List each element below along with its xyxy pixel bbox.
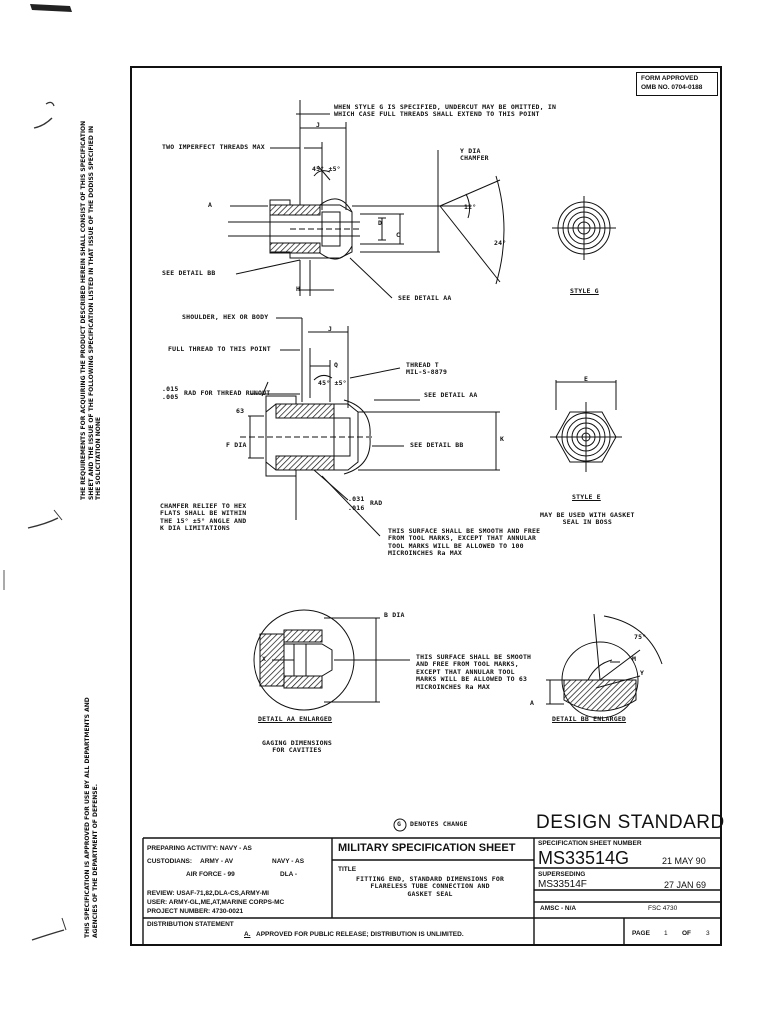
custodian-navy: NAVY - AS (272, 858, 305, 865)
full-thread-note: FULL THREAD TO THIS POINT (168, 345, 271, 353)
label-k: K (500, 435, 505, 443)
label-c: C (396, 231, 401, 239)
label-j-middle: J (328, 325, 333, 333)
label-j-top: J (316, 121, 321, 129)
rad-label: RAD (370, 499, 383, 507)
title-label: TITLE (338, 866, 357, 873)
military-spec-sheet-heading: MILITARY SPECIFICATION SHEET (338, 842, 516, 854)
superseding-label: SUPERSEDING (538, 871, 586, 878)
spec-number-label: SPECIFICATION SHEET NUMBER (538, 840, 642, 847)
style-g-undercut-note: WHEN STYLE G IS SPECIFIED, UNDERCUT MAY … (334, 103, 557, 119)
rad-031: .031 (348, 495, 365, 503)
form-approved-line2: OMB NO. 0704-0188 (641, 84, 703, 91)
spec-date: 21 MAY 90 (662, 856, 706, 866)
rad-016: .016 (348, 504, 365, 512)
custodian-air-force: AIR FORCE - 99 (186, 871, 235, 878)
gasket-note: MAY BE USED WITH GASKET SEAL IN BOSS (540, 511, 635, 527)
angle-12: 12° (464, 203, 477, 211)
thread-t-note: THREAD T MIL-S-8879 (406, 361, 448, 377)
custodian-dla: DLA - (280, 871, 298, 878)
fsc: FSC 4730 (648, 905, 678, 912)
custodians-label: CUSTODIANS: (147, 858, 193, 865)
label-m: M (632, 655, 637, 663)
surface-note-middle: THIS SURFACE SHALL BE SMOOTH AND FREE FR… (388, 527, 541, 558)
shoulder-note: SHOULDER, HEX OR BODY (182, 313, 269, 321)
label-d: D (378, 219, 383, 227)
label-a-detail: A (530, 699, 535, 707)
see-detail-aa-top: SEE DETAIL AA (398, 294, 452, 302)
label-a-top: A (208, 201, 213, 209)
detail-aa-caption: DETAIL AA ENLARGED (258, 715, 333, 723)
detail-bb-caption: DETAIL BB ENLARGED (552, 715, 627, 723)
change-symbol: G (397, 820, 402, 828)
custodian-army: ARMY - AV (200, 858, 234, 865)
change-note-text: DENOTES CHANGE (410, 820, 468, 828)
label-e: E (584, 375, 589, 383)
preparing-activity: PREPARING ACTIVITY: NAVY - AS (147, 845, 252, 852)
spec-number: MS33514G (538, 848, 630, 868)
total-pages: 3 (706, 930, 710, 937)
imperfect-threads-note: TWO IMPERFECT THREADS MAX (162, 143, 265, 151)
see-detail-bb-top: SEE DETAIL BB (162, 269, 216, 277)
angle-middle: 45° ±5° (318, 379, 347, 387)
rad-top: .015 (162, 385, 179, 393)
rad-bot: .005 (162, 393, 179, 401)
user-list: USER: ARMY-GL,ME,AT,MARINE CORPS-MC (147, 899, 285, 906)
design-standard-title: DESIGN STANDARD (536, 812, 725, 833)
superseding-number: MS33514F (538, 879, 587, 890)
distribution-text: APPROVED FOR PUBLIC RELEASE; DISTRIBUTIO… (256, 931, 464, 938)
chamfer-relief-note: CHAMFER RELIEF TO HEX FLATS SHALL BE WIT… (160, 502, 247, 533)
surface-note-detail: THIS SURFACE SHALL BE SMOOTH AND FREE FR… (416, 653, 532, 691)
label-h: H (296, 285, 301, 293)
label-b-dia: B DIA (384, 611, 405, 619)
label-q: Q (334, 361, 339, 369)
label-f-dia: F DIA (226, 441, 247, 449)
form-approved-line1: FORM APPROVED (641, 75, 699, 82)
distribution-label: DISTRIBUTION STATEMENT (147, 921, 234, 928)
rad-runout-note: RAD FOR THREAD RUNOUT (184, 389, 271, 397)
angle-24: 24° (494, 239, 507, 247)
label-y: Y (640, 669, 645, 677)
document-title: FITTING END, STANDARD DIMENSIONS FOR FLA… (356, 875, 505, 898)
angle-top: 45° ±5° (312, 165, 341, 173)
project-number: PROJECT NUMBER: 4730-0021 (147, 908, 244, 915)
page-number: 1 (664, 930, 668, 937)
angle-75: 75° (634, 633, 647, 641)
label-x: X (262, 655, 267, 663)
style-g-caption: STYLE G (570, 287, 599, 295)
y-dia-chamfer: Y DIA CHAMFER (460, 147, 489, 163)
gaging-note: GAGING DIMENSIONS FOR CAVITIES (262, 739, 332, 755)
see-detail-aa-middle: SEE DETAIL AA (424, 391, 478, 399)
form-approved-box (636, 72, 718, 96)
superseding-date: 27 JAN 69 (664, 880, 707, 890)
page-label: PAGE (632, 930, 650, 937)
distribution-letter: A. (244, 931, 251, 938)
style-e-caption: STYLE E (572, 493, 601, 501)
angle-63: 63 (236, 407, 245, 415)
review-list: REVIEW: USAF-71,82,DLA-CS,ARMY-MI (147, 890, 269, 897)
see-detail-bb-middle: SEE DETAIL BB (410, 441, 464, 449)
amsc: AMSC - N/A (540, 905, 577, 912)
of-label: OF (682, 930, 692, 937)
drawing-frame (130, 66, 722, 946)
